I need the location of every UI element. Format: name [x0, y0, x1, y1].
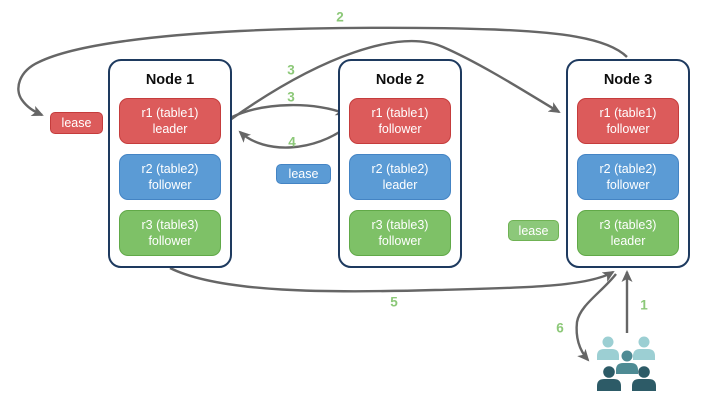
- replica-role: leader: [152, 122, 188, 136]
- replica-role: follower: [378, 122, 422, 136]
- replica-r3-node1: r3 (table3) follower: [119, 210, 221, 256]
- replica-role: leader: [382, 178, 418, 192]
- person-head: [603, 366, 615, 378]
- replica-r1-node3: r1 (table1) follower: [577, 98, 679, 144]
- person-body: [597, 379, 621, 391]
- step-label-3a: 3: [287, 62, 295, 78]
- replica-r2-node1: r2 (table2) follower: [119, 154, 221, 200]
- arrow-step-4: [238, 125, 349, 149]
- person-head: [638, 366, 650, 378]
- node-box-2: Node 2 r1 (table1) follower r2 (table2) …: [338, 59, 462, 268]
- replica-role: leader: [610, 234, 646, 248]
- step-label-1: 1: [640, 297, 648, 313]
- node-title: Node 3: [603, 72, 653, 88]
- replica-r2-node2: r2 (table2) leader: [349, 154, 451, 200]
- replica-r3-node3: r3 (table3) leader: [577, 210, 679, 256]
- replica-label: r2 (table2): [371, 161, 429, 176]
- arrow-step-5: [169, 266, 615, 293]
- lease-label-blue: lease: [276, 164, 331, 184]
- replica-label: r3 (table3): [141, 217, 199, 232]
- replica-label: r2 (table2): [141, 161, 199, 176]
- replica-r1-node1: r1 (table1) leader: [119, 98, 221, 144]
- replica-role: follower: [148, 178, 192, 192]
- arrow-step-3-to-node2: [229, 103, 348, 120]
- users-group-icon: [597, 336, 656, 391]
- person-body: [616, 363, 638, 374]
- person-icon: [632, 366, 656, 391]
- step-label-4: 4: [288, 134, 296, 150]
- replica-role: follower: [606, 122, 650, 136]
- person-icon: [597, 336, 619, 360]
- lease-label-green: lease: [508, 220, 559, 241]
- step-label-2: 2: [336, 9, 344, 25]
- replica-role: follower: [148, 234, 192, 248]
- person-icon: [616, 350, 638, 374]
- replica-label: r2 (table2): [599, 161, 657, 176]
- person-body: [633, 349, 655, 360]
- lease-label-red: lease: [50, 112, 103, 134]
- replica-r3-node2: r3 (table3) follower: [349, 210, 451, 256]
- replica-r1-node2: r1 (table1) follower: [349, 98, 451, 144]
- replica-label: r1 (table1): [599, 105, 657, 120]
- replica-role: follower: [606, 178, 650, 192]
- person-icon: [597, 366, 621, 391]
- step-label-3b: 3: [287, 89, 295, 105]
- replica-label: r1 (table1): [371, 105, 429, 120]
- replica-label: r3 (table3): [599, 217, 657, 232]
- person-head: [638, 336, 650, 348]
- person-head: [602, 336, 614, 348]
- person-body: [597, 349, 619, 360]
- person-body: [632, 379, 656, 391]
- replica-label: r1 (table1): [141, 105, 199, 120]
- step-label-5: 5: [390, 294, 398, 310]
- arrow-step-6: [575, 273, 617, 362]
- replica-label: r3 (table3): [371, 217, 429, 232]
- replica-r2-node3: r2 (table2) follower: [577, 154, 679, 200]
- node-box-1: Node 1 r1 (table1) leader r2 (table2) fo…: [108, 59, 232, 268]
- node-title: Node 2: [375, 72, 425, 88]
- node-title: Node 1: [145, 72, 195, 88]
- arrow-step-3-to-node3: [229, 39, 561, 121]
- replica-role: follower: [378, 234, 422, 248]
- person-head: [621, 350, 633, 362]
- person-icon: [633, 336, 655, 360]
- arrow-step-2: [17, 26, 628, 117]
- node-box-3: Node 3 r1 (table1) follower r2 (table2) …: [566, 59, 690, 268]
- step-label-6: 6: [556, 320, 564, 336]
